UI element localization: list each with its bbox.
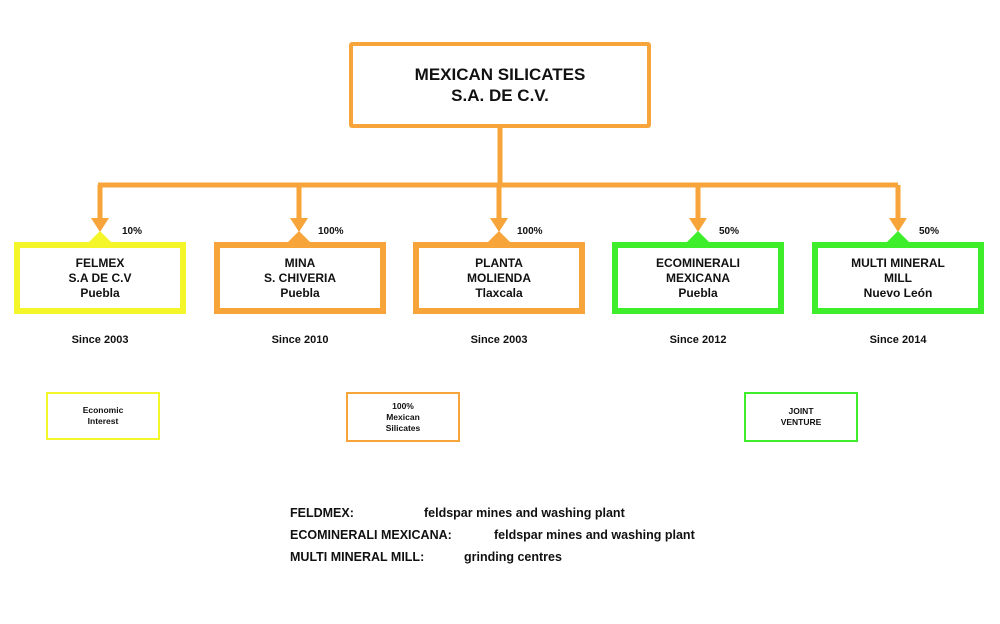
child-line-3: Tlaxcala bbox=[475, 285, 523, 300]
child-line-1: MINA bbox=[284, 255, 316, 270]
arrow-head-ecominerali bbox=[689, 218, 707, 232]
child-node-planta: PLANTA MOLIENDA Tlaxcala bbox=[413, 242, 585, 314]
child-line-1: PLANTA bbox=[475, 255, 523, 270]
notch-felmex bbox=[88, 231, 112, 243]
root-line-1: MEXICAN SILICATES bbox=[414, 65, 586, 84]
since-label-ecominerali: Since 2012 bbox=[669, 334, 727, 346]
since-label-felmex: Since 2003 bbox=[71, 334, 129, 346]
since-label-multi-mineral-mill: Since 2014 bbox=[869, 334, 927, 346]
root-node-mexican-silicates: MEXICAN SILICATES S.A. DE C.V. bbox=[349, 42, 651, 128]
child-node-multi-mineral-mill: MULTI MINERAL MILL Nuevo León bbox=[812, 242, 984, 314]
definition-text: feldspar mines and washing plant bbox=[424, 506, 625, 520]
ownership-percent-mina: 100% bbox=[318, 226, 344, 237]
notch-mina bbox=[287, 231, 311, 243]
definition-term: MULTI MINERAL MILL: bbox=[290, 550, 425, 564]
legend-line-1: Economic bbox=[82, 405, 124, 415]
child-line-3: Puebla bbox=[80, 285, 120, 300]
legend-100-percent-mexican-silicates: 100% Mexican Silicates bbox=[346, 392, 460, 442]
child-line-2: S.A DE C.V bbox=[68, 270, 132, 285]
ownership-percent-felmex: 10% bbox=[122, 226, 143, 237]
definition-term: FELDMEX: bbox=[290, 506, 354, 520]
notch-planta bbox=[487, 231, 511, 243]
child-line-3: Puebla bbox=[280, 285, 320, 300]
child-line-1: MULTI MINERAL bbox=[851, 255, 945, 270]
arrow-head-multimineral bbox=[889, 218, 907, 232]
root-line-2: S.A. DE C.V. bbox=[451, 86, 549, 105]
ownership-percent-multi-mineral-mill: 50% bbox=[919, 226, 940, 237]
legend-line-2: Mexican bbox=[386, 411, 420, 422]
child-line-2: MEXICANA bbox=[665, 270, 730, 285]
legend-line-3: Silicates bbox=[385, 422, 421, 433]
child-line-1: FELMEX bbox=[75, 255, 125, 270]
legend-line-2: VENTURE bbox=[780, 417, 822, 427]
legend-joint-venture: JOINT VENTURE bbox=[744, 392, 858, 442]
since-label-planta: Since 2003 bbox=[470, 334, 528, 346]
child-line-2: MILL bbox=[884, 270, 912, 285]
arrow-head-mina bbox=[290, 218, 308, 232]
definition-text: feldspar mines and washing plant bbox=[494, 528, 695, 542]
legend-line-2: Interest bbox=[87, 416, 119, 426]
arrow-head-planta bbox=[490, 218, 508, 232]
child-line-1: ECOMINERALI bbox=[656, 255, 740, 270]
legend-line-1: JOINT bbox=[788, 406, 814, 416]
since-label-mina: Since 2010 bbox=[271, 334, 329, 346]
child-line-2: MOLIENDA bbox=[467, 270, 531, 285]
child-node-felmex: FELMEX S.A DE C.V Puebla bbox=[14, 242, 186, 314]
child-node-mina: MINA S. CHIVERIA Puebla bbox=[214, 242, 386, 314]
notch-ecominerali bbox=[686, 231, 710, 243]
notch-multimineral bbox=[886, 231, 910, 243]
ownership-percent-planta: 100% bbox=[517, 226, 543, 237]
legend-line-1: 100% bbox=[392, 400, 414, 411]
arrow-head-felmex bbox=[91, 218, 109, 232]
child-line-2: S. CHIVERIA bbox=[263, 270, 336, 285]
definition-text: grinding centres bbox=[464, 550, 562, 564]
child-node-ecominerali: ECOMINERALI MEXICANA Puebla bbox=[612, 242, 784, 314]
child-line-3: Nuevo León bbox=[863, 285, 933, 300]
legend-economic-interest: Economic Interest bbox=[46, 392, 160, 440]
ownership-percent-ecominerali: 50% bbox=[719, 226, 740, 237]
child-line-3: Puebla bbox=[678, 285, 718, 300]
definition-term: ECOMINERALI MEXICANA: bbox=[290, 528, 452, 542]
